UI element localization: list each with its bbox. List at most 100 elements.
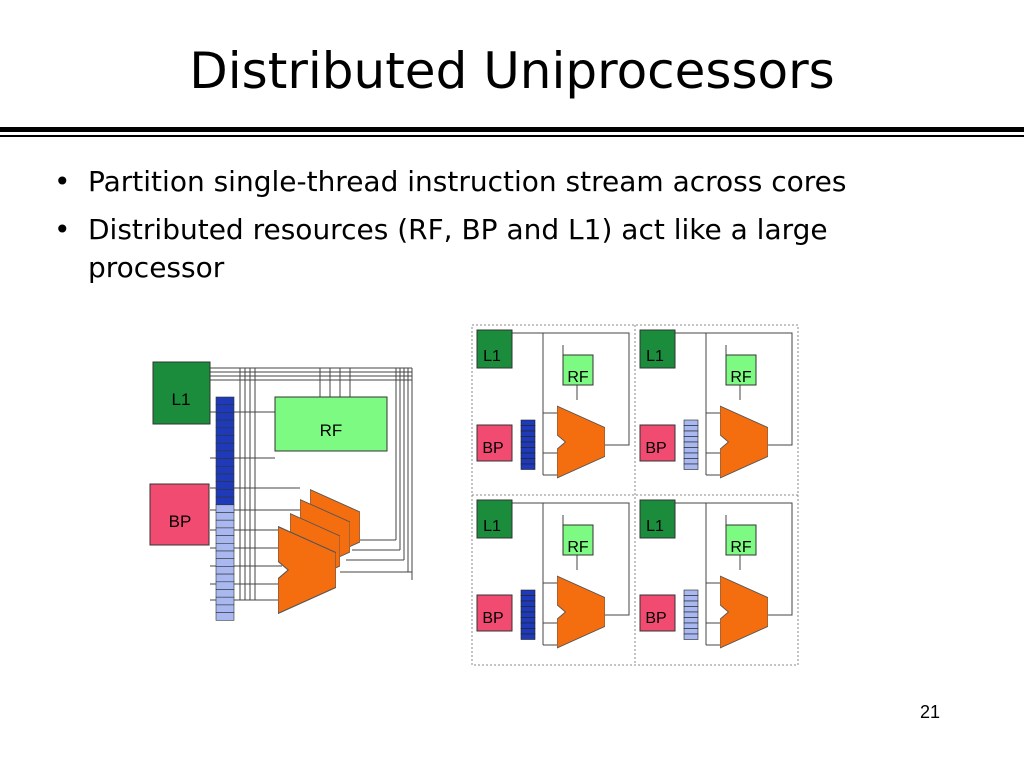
core-l1-block (476, 329, 513, 369)
core-window-slot (683, 628, 699, 635)
window-slot (215, 481, 235, 490)
core-alu-icon (720, 405, 768, 479)
core-bp-label: BP (645, 440, 666, 457)
window-slot (215, 581, 235, 590)
core-window-slot (520, 595, 536, 602)
window-slot (215, 573, 235, 583)
window-slot (215, 596, 235, 606)
window-slot (215, 558, 235, 567)
bullet-marker: • (54, 165, 71, 198)
core-rf-block (725, 354, 757, 386)
core-l1-label: L1 (483, 348, 501, 365)
window-slot (215, 404, 235, 413)
core-window-slot (520, 622, 536, 629)
core-l1-label: L1 (483, 518, 501, 535)
l1-cache-block (152, 361, 211, 425)
core-window-slot (520, 447, 536, 454)
core-alu-icon (557, 575, 605, 649)
core-window-slot (520, 458, 536, 465)
window-slot (215, 458, 235, 467)
core-window-slot (683, 436, 699, 443)
core-alu-icon (557, 405, 605, 479)
page-number: 21 (919, 702, 940, 722)
core-l1-block (476, 499, 513, 539)
core-rf-label: RF (730, 369, 752, 386)
core-l1-block (639, 499, 676, 539)
core-window-slot (520, 611, 536, 618)
core-l1-label: L1 (646, 518, 664, 535)
core-window-slot (683, 589, 699, 596)
core-window-slot (520, 606, 536, 613)
core-window-slot (683, 595, 699, 602)
core-bp-label: BP (482, 440, 503, 457)
window-slot (215, 604, 235, 613)
core-window-slot (683, 425, 699, 432)
core-window-slot (520, 589, 536, 596)
core-window-slot (683, 458, 699, 465)
bullet-item: • Partition single-thread instruction st… (52, 163, 952, 201)
window-slot (215, 396, 235, 405)
window-slot (215, 542, 235, 552)
window-slot (215, 427, 235, 436)
core-window-slot (520, 452, 536, 459)
core-window-slot (683, 463, 699, 470)
window-slot (215, 612, 235, 621)
window-slot (215, 496, 235, 506)
core-rf-label: RF (567, 369, 589, 386)
core-bp-block (639, 594, 676, 632)
core-bp-label: BP (645, 610, 666, 627)
core-window-slot (520, 441, 536, 448)
slide-title: Distributed Uniprocessors (189, 42, 835, 100)
window-slot (215, 535, 235, 544)
instruction-window (215, 396, 235, 621)
core-window-slot (683, 606, 699, 613)
core-bp-block (476, 424, 513, 462)
core-rf-block (562, 524, 594, 556)
core-window-slot (520, 463, 536, 470)
core-window-slot (520, 436, 536, 443)
bullet-text: Partition single-thread instruction stre… (88, 165, 847, 198)
core-window-slot (683, 430, 699, 437)
bullet-list: • Partition single-thread instruction st… (52, 163, 952, 297)
window-slot (215, 512, 235, 521)
bp-block (149, 483, 210, 546)
window-slot (215, 450, 235, 459)
core-rf-block (562, 354, 594, 386)
core-window-slot (683, 633, 699, 640)
rf-block (274, 396, 388, 452)
core-window-slot (520, 633, 536, 640)
window-slot (215, 566, 235, 575)
window-slot (215, 442, 235, 452)
core-alu-icon (720, 575, 768, 649)
window-slot (215, 465, 235, 475)
window-slot (215, 489, 235, 498)
window-slot (215, 435, 235, 444)
core-window-slot (683, 611, 699, 618)
rf-label: RF (320, 421, 343, 440)
core-window-slot (683, 622, 699, 629)
window-slot (215, 519, 235, 529)
core-rf-block (725, 524, 757, 556)
core-rf-label: RF (730, 539, 752, 556)
bp-label: BP (169, 512, 192, 531)
window-slot (215, 527, 235, 536)
core-window-slot (683, 617, 699, 624)
window-slot (215, 412, 235, 421)
core-l1-block (639, 329, 676, 369)
core-window-slot (520, 425, 536, 432)
monolithic-processor: L1 BP RF (149, 361, 413, 621)
core-window-slot (683, 452, 699, 459)
title-rule-thin (0, 135, 1024, 137)
core-bp-block (639, 424, 676, 462)
title-rule-thick (0, 127, 1024, 132)
window-slot (215, 419, 235, 429)
core-window-slot (520, 600, 536, 607)
core-window-slot (683, 441, 699, 448)
core-l1-label: L1 (646, 348, 664, 365)
window-slot (215, 589, 235, 598)
bus-wires (210, 367, 413, 601)
